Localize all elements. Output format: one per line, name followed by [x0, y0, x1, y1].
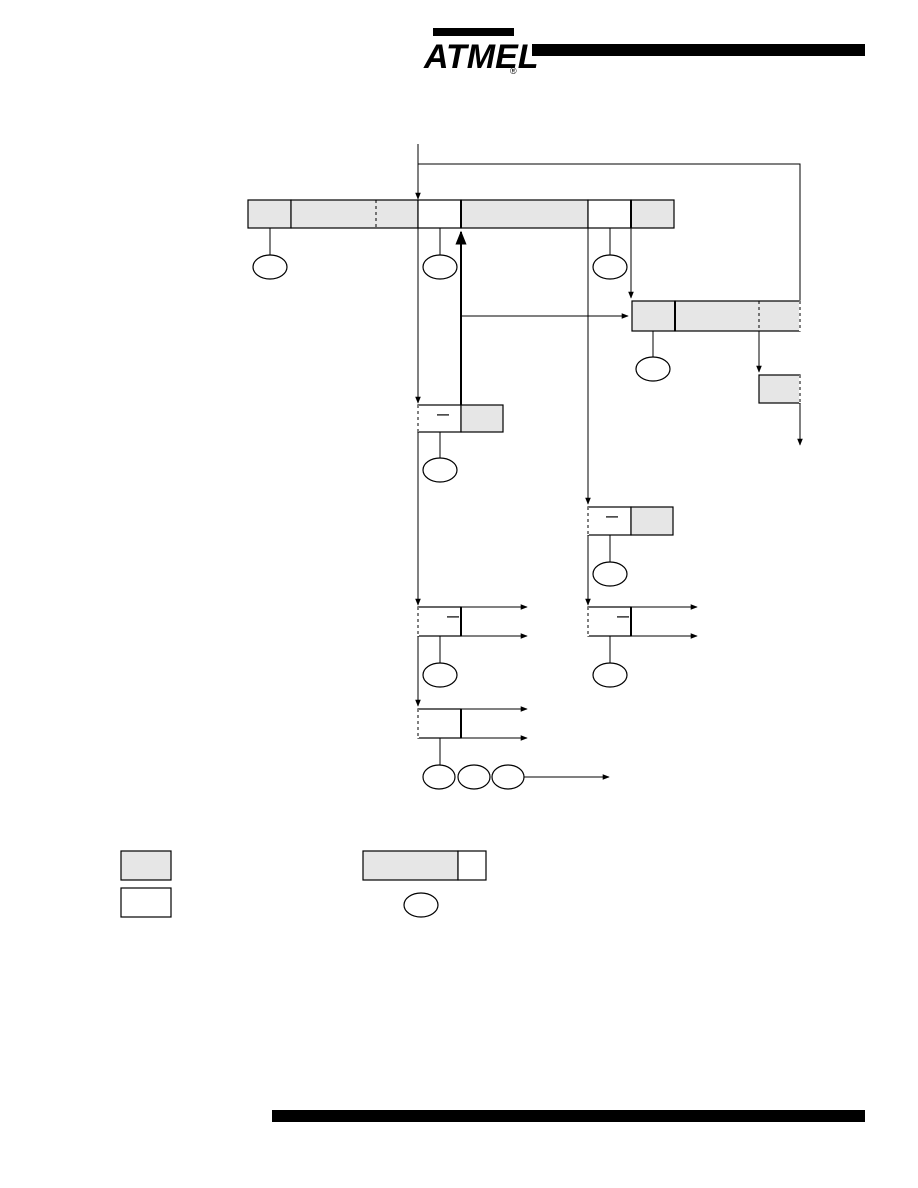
- legend-shaded-box: [120, 850, 172, 881]
- overbar-mark: —: [617, 609, 629, 623]
- top-cell-2: [290, 199, 419, 229]
- right-cell-1: [631, 300, 676, 332]
- overbar-mark: —: [606, 509, 618, 523]
- legend-multi-field-plain: [457, 850, 487, 881]
- right-sub-cell: [758, 374, 801, 404]
- top-cell-6: [630, 199, 675, 229]
- state-oval-2: [422, 254, 458, 280]
- overbar-mark: —: [447, 609, 459, 623]
- logo-text: ATMEL: [423, 38, 539, 76]
- top-row-register: [247, 199, 675, 229]
- state-oval-9: [422, 764, 456, 790]
- footer-rule: [272, 1110, 865, 1122]
- state-oval-3: [592, 254, 628, 280]
- state-oval-5: [422, 457, 458, 483]
- state-oval-1: [252, 254, 288, 280]
- legend-multi-field-shaded: [362, 850, 459, 881]
- lower-left-block: —: [417, 606, 462, 637]
- right-cell-2: [674, 300, 801, 332]
- state-oval-4: [635, 356, 671, 382]
- legend-plain-box: [120, 887, 172, 918]
- registered-mark: ®: [510, 66, 517, 76]
- bottom-block: [417, 708, 462, 739]
- state-oval-11: [491, 764, 525, 790]
- top-cell-3: [417, 199, 462, 229]
- right-block: [631, 300, 801, 332]
- atmel-logo: ATMEL ®: [423, 28, 539, 76]
- overbar-mark: —: [437, 407, 449, 421]
- top-cell-1: [247, 199, 292, 229]
- state-oval-6: [592, 561, 628, 587]
- legend-oval: [403, 892, 439, 918]
- top-cell-4: [460, 199, 589, 229]
- header-rule: [532, 44, 865, 56]
- mid-right-block: —: [587, 506, 674, 536]
- mid-left-block: —: [417, 404, 504, 433]
- lower-right-block: —: [587, 606, 632, 637]
- state-oval-7: [422, 662, 458, 688]
- top-cell-5: [587, 199, 632, 229]
- legend: [120, 850, 487, 918]
- state-oval-8: [592, 662, 628, 688]
- feedback-loop-line: [418, 163, 801, 300]
- state-oval-10: [457, 764, 491, 790]
